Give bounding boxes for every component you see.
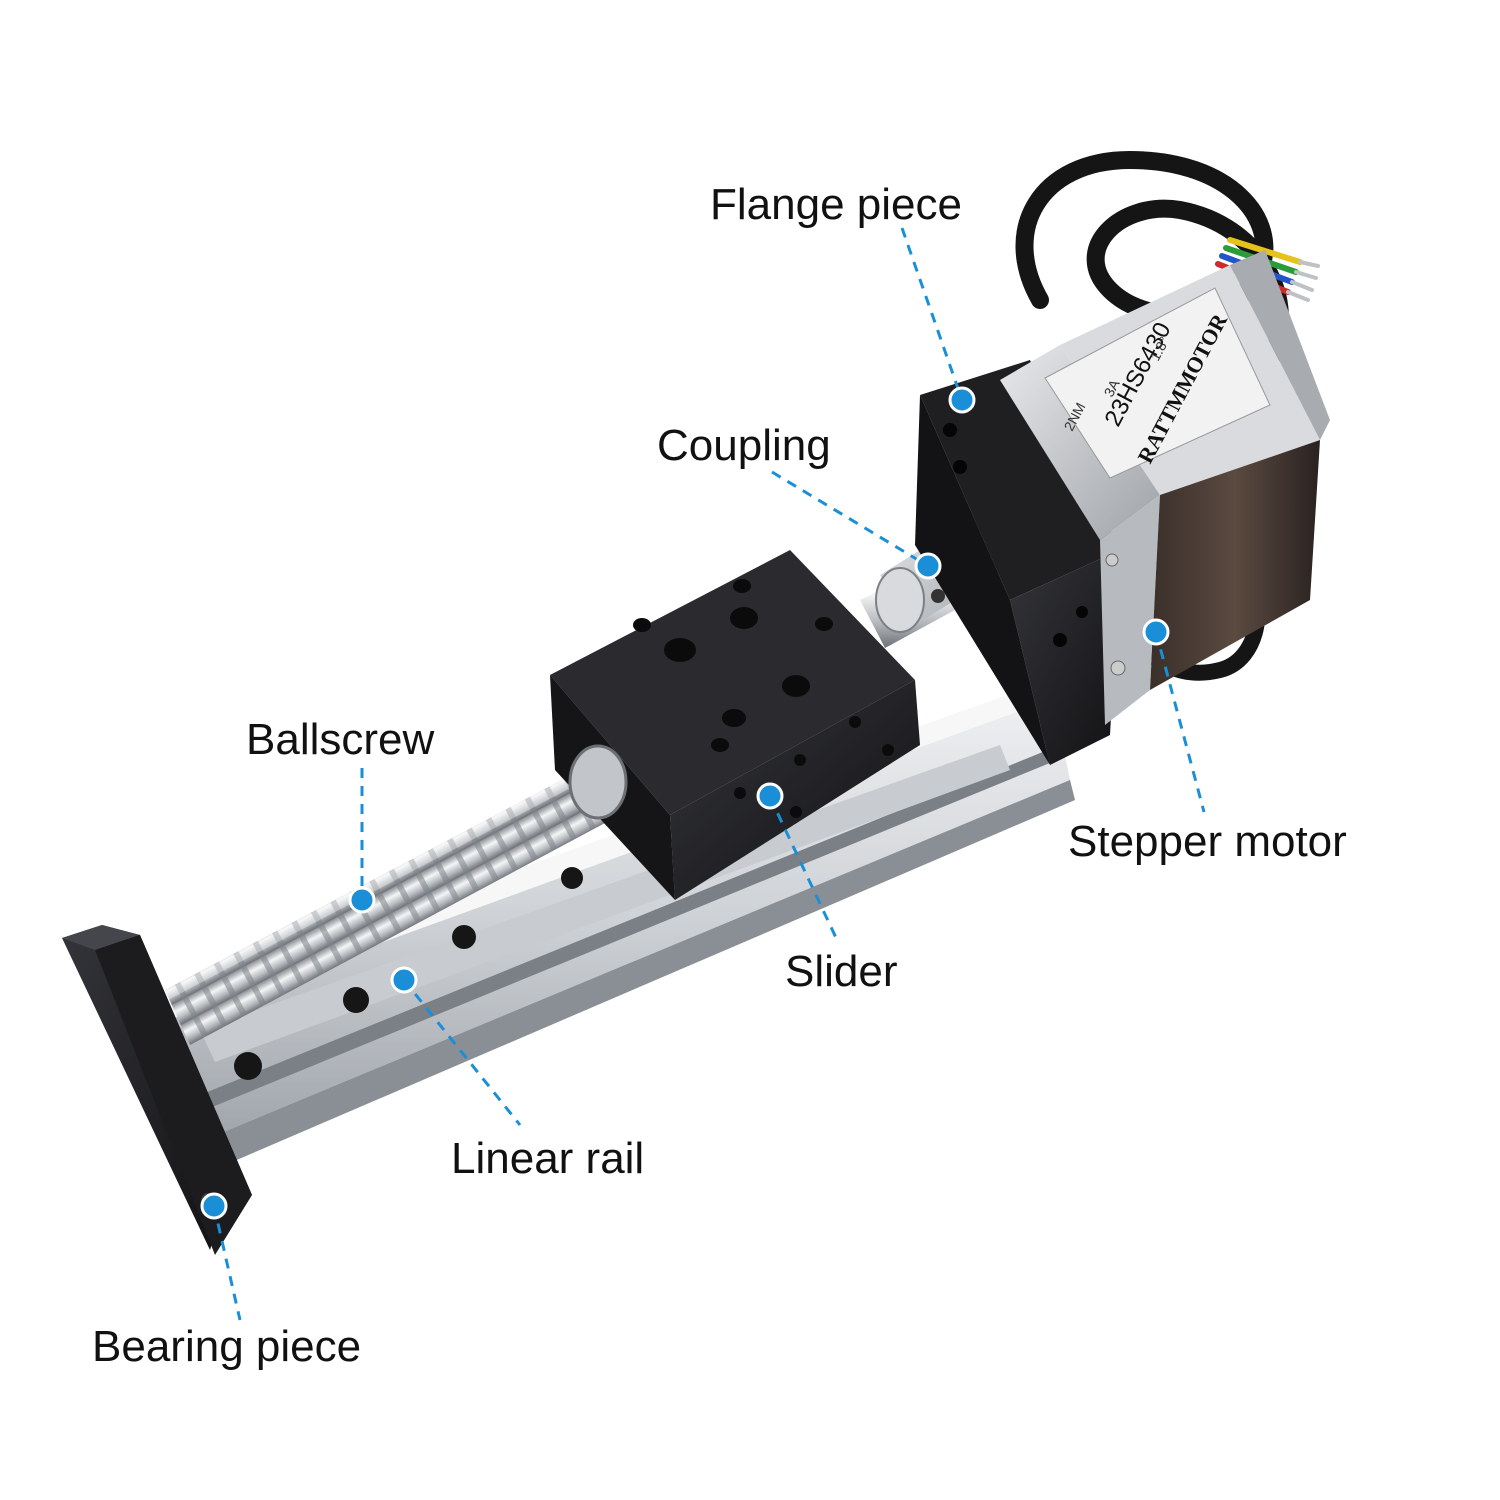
leader-stepper (1154, 631, 1206, 813)
motor-spec-2: 3A (1101, 376, 1123, 399)
leader-slider (768, 796, 840, 943)
flange-piece-block (915, 360, 1120, 765)
dot-ballscrew (348, 886, 376, 914)
leader-flange (900, 227, 964, 401)
label-bearing-piece: Bearing piece (92, 1322, 362, 1371)
label-ballscrew: Ballscrew (246, 715, 435, 764)
callout-dots (200, 386, 1170, 1220)
leader-rail (402, 979, 522, 1126)
dot-flange (948, 386, 976, 414)
stepper-motor-body: RATTMMOTOR 23HS6430 1.8° 3A 2NM (1000, 250, 1330, 725)
slider-block (550, 550, 920, 900)
dot-stepper (1142, 618, 1170, 646)
label-flange-piece: Flange piece (710, 180, 962, 229)
leader-coupling (771, 470, 929, 568)
rail-mounting-holes (234, 867, 583, 1080)
callout-lines (212, 227, 1206, 1321)
dot-rail (390, 966, 418, 994)
ballscrew-body (165, 765, 620, 1045)
leader-bearing (212, 1205, 242, 1321)
label-slider: Slider (785, 947, 898, 996)
dot-bearing (200, 1192, 228, 1220)
motor-nameplate: RATTMMOTOR 23HS6430 1.8° 3A 2NM (1044, 287, 1271, 479)
dot-coupling (914, 552, 942, 580)
label-linear-rail: Linear rail (451, 1134, 645, 1183)
dot-slider (756, 782, 784, 810)
label-stepper-motor: Stepper motor (1068, 817, 1347, 866)
bearing-piece-block (62, 925, 252, 1255)
label-coupling: Coupling (657, 421, 831, 470)
